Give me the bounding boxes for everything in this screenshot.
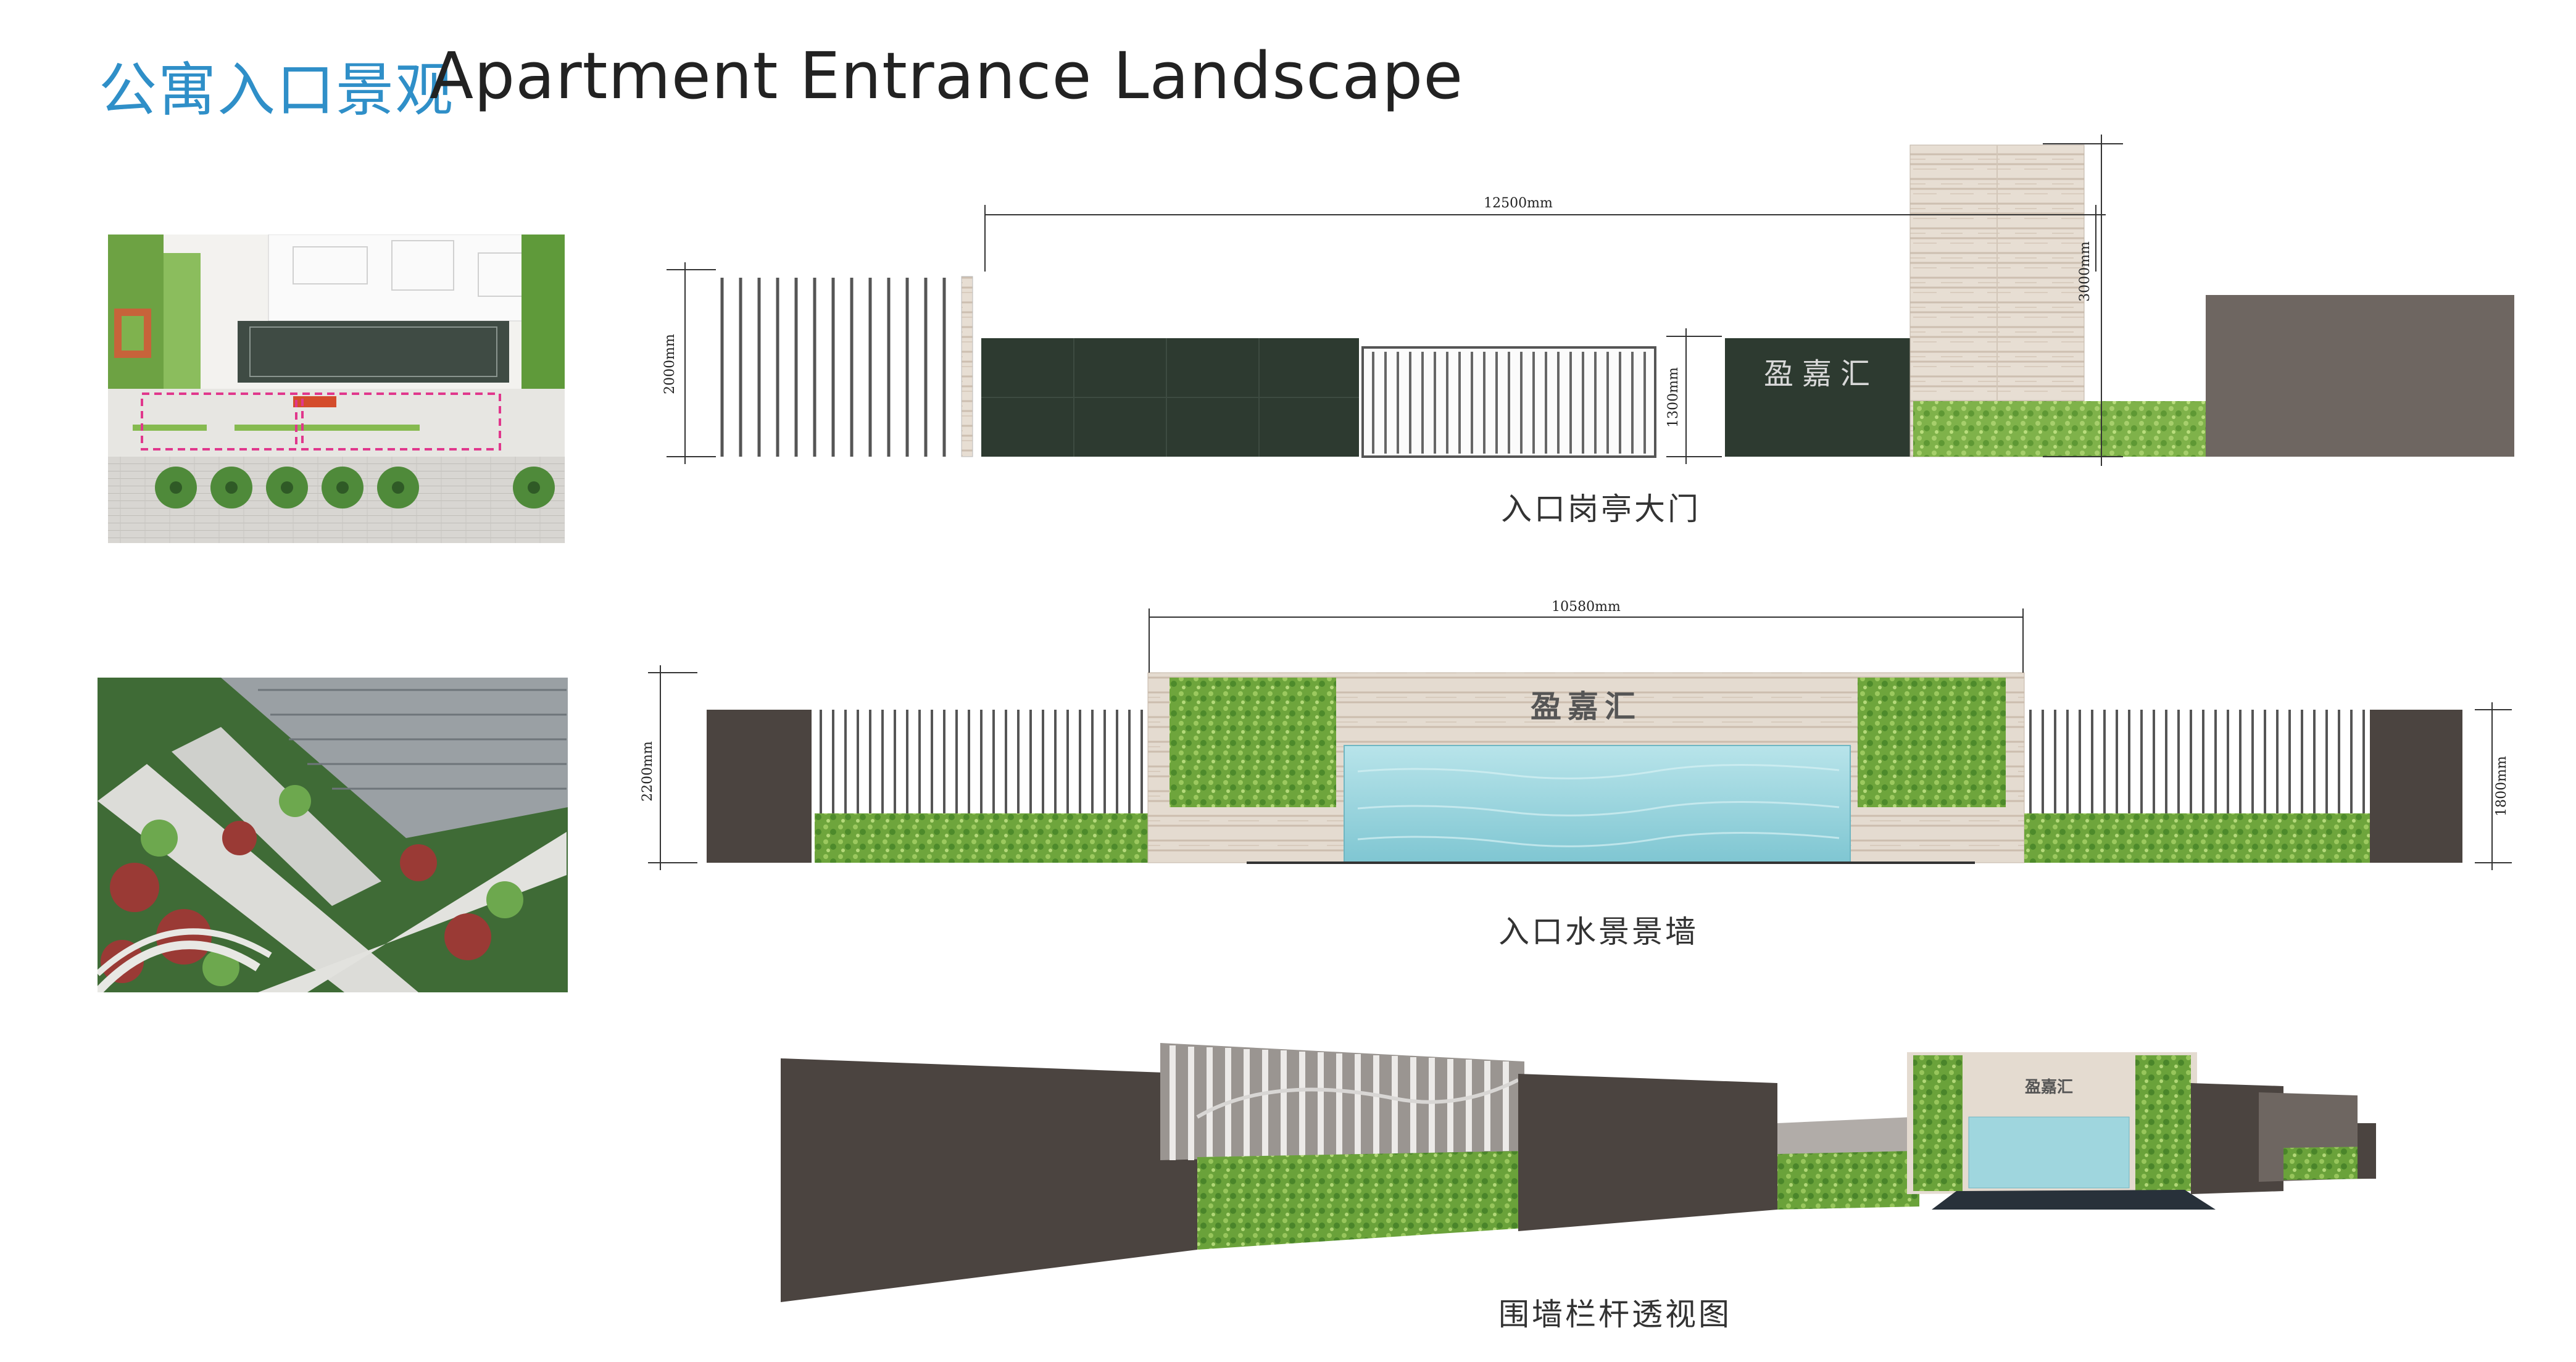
dim-mid-height: 1300mm	[1666, 367, 1681, 428]
water-wall-elevation-drawing: 2200mm 盈嘉汇	[640, 599, 2512, 870]
sign-panel	[1725, 338, 1917, 457]
page-title-cn: 公寓入口景观	[99, 57, 455, 124]
perspective-caption: 围墙栏杆透视图	[1498, 1297, 1732, 1332]
page-title-en: Apartment Entrance Landscape	[430, 38, 1464, 114]
dim-right-height: 1800mm	[2494, 756, 2509, 816]
gate-elevation-drawing: 2000mm 1300mm 盈嘉汇 3000mm	[662, 135, 2514, 466]
boundary-wall	[2206, 295, 2514, 457]
dim-right-height: 3000mm	[2077, 241, 2093, 302]
gate-sign-text: 盈嘉汇	[1764, 357, 1879, 391]
water-sign-text: 盈嘉汇	[1531, 689, 1642, 725]
dim-width: 10580mm	[1552, 599, 1621, 615]
fence-slats	[720, 278, 965, 457]
hedge	[1913, 401, 2206, 457]
gate-caption: 入口岗亭大门	[1501, 491, 1701, 527]
fence-perspective-drawing: 盈嘉汇	[781, 1043, 2376, 1302]
water-caption: 入口水景景墙	[1498, 914, 1698, 950]
dim-width: 12500mm	[1484, 196, 1553, 211]
site-plan-image	[108, 235, 565, 543]
dim-left-height: 2000mm	[662, 334, 678, 394]
aerial-photo-image	[98, 678, 568, 992]
perspective-sign-text: 盈嘉汇	[2024, 1078, 2073, 1097]
dim-left-height: 2200mm	[640, 741, 655, 802]
